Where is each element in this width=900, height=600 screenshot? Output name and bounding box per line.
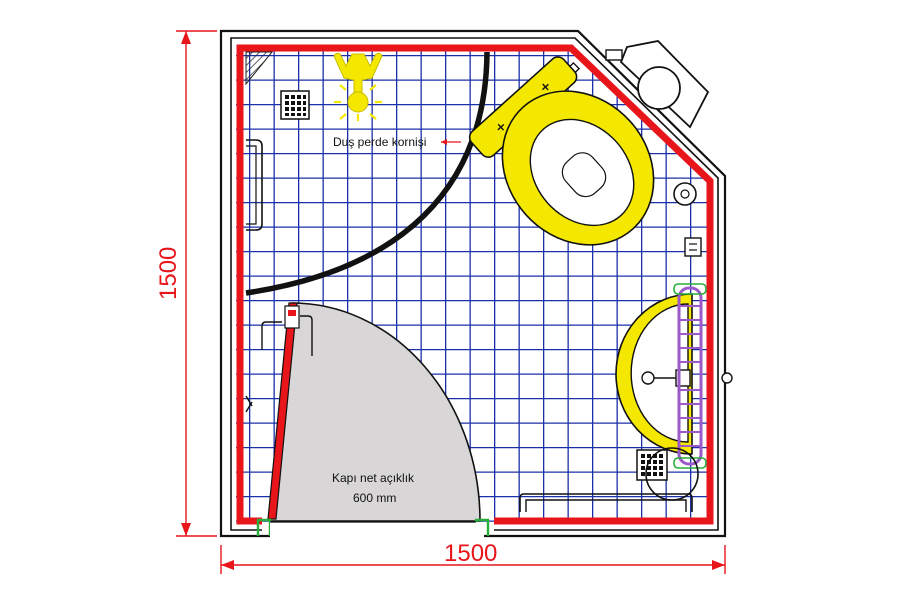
socket-icon xyxy=(684,237,702,257)
width-dimension-label: 1500 xyxy=(444,540,497,567)
inner-wall-line xyxy=(230,37,719,531)
floor-drain-icon xyxy=(280,90,310,120)
floor-drain-icon xyxy=(636,449,668,481)
red-wall-lining xyxy=(236,44,714,525)
height-dimension-label: 1500 xyxy=(155,247,182,300)
door-swing-area xyxy=(269,302,481,522)
washbasin xyxy=(615,293,733,455)
shower-head-icon xyxy=(333,52,383,121)
grab-bar xyxy=(673,283,707,469)
floor-rail xyxy=(519,493,693,512)
door-clearance-label-line2: 600 mm xyxy=(353,491,396,505)
wc-toilet xyxy=(468,56,655,246)
curtain-rail xyxy=(245,51,490,296)
height-dimension xyxy=(176,30,217,537)
door xyxy=(261,302,313,520)
label-leader-arrow xyxy=(441,139,461,145)
width-dimension xyxy=(220,545,726,574)
corner-hatch xyxy=(245,51,274,86)
door-opening xyxy=(270,522,484,538)
curtain-rail-label: Duş perde kornişi xyxy=(333,135,426,149)
door-clearance-label-line1: Kapı net açıklık xyxy=(332,471,415,485)
door-stop-icon xyxy=(245,395,253,413)
cistern xyxy=(605,40,710,129)
toilet-paper-holder xyxy=(673,182,697,206)
wall-grab-bar xyxy=(246,139,263,231)
